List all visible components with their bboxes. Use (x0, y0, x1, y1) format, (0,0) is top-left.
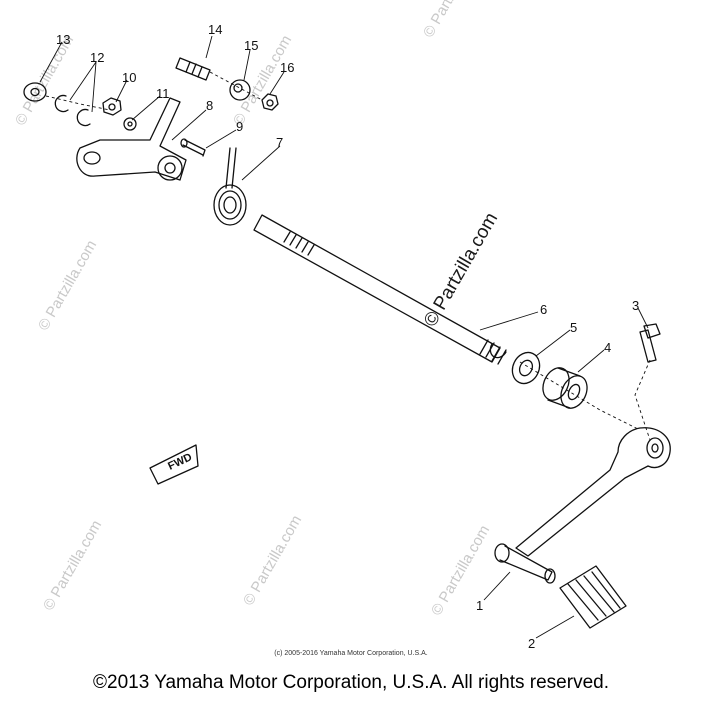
circlip-12 (54, 94, 91, 127)
alignment-lines (45, 71, 651, 441)
callout-8: 8 (206, 98, 213, 113)
shift-arm-8 (76, 97, 187, 181)
callout-6: 6 (540, 302, 547, 317)
copyright-main: ©2013 Yamaha Motor Corporation, U.S.A. A… (93, 672, 609, 693)
washer-11 (123, 117, 137, 131)
callout-16: 16 (280, 60, 294, 75)
pedal-rubber-2 (559, 565, 627, 629)
forward-arrow-marker (149, 444, 199, 485)
callout-3: 3 (632, 298, 639, 313)
callout-10: 10 (122, 70, 136, 85)
callout-11: 11 (156, 86, 170, 101)
nut-16 (261, 93, 279, 111)
callout-5: 5 (570, 320, 577, 335)
shift-shaft-6 (253, 214, 507, 365)
shift-pedal-lever (515, 427, 671, 557)
callout-4: 4 (604, 340, 611, 355)
spring-7 (213, 147, 247, 226)
copyright-small: (c) 2005-2016 Yamaha Motor Corporation, … (274, 650, 428, 657)
pedal-shaft-1 (494, 543, 556, 584)
washer-13 (23, 82, 47, 102)
leader-lines (39, 35, 649, 639)
callout-14: 14 (208, 22, 222, 37)
oil-seal-5 (511, 351, 541, 385)
callout-1: 1 (476, 598, 483, 613)
callout-12: 12 (90, 50, 104, 65)
bolt-3 (639, 323, 661, 363)
callout-9: 9 (236, 119, 243, 134)
callout-15: 15 (244, 38, 258, 53)
bolt-9 (180, 138, 206, 157)
callout-13: 13 (56, 32, 70, 47)
callout-7: 7 (276, 135, 283, 150)
collar-15 (229, 79, 251, 101)
nut-10 (102, 97, 122, 116)
boot-4 (542, 367, 588, 409)
pin-14 (175, 57, 211, 81)
callout-2: 2 (528, 636, 535, 651)
